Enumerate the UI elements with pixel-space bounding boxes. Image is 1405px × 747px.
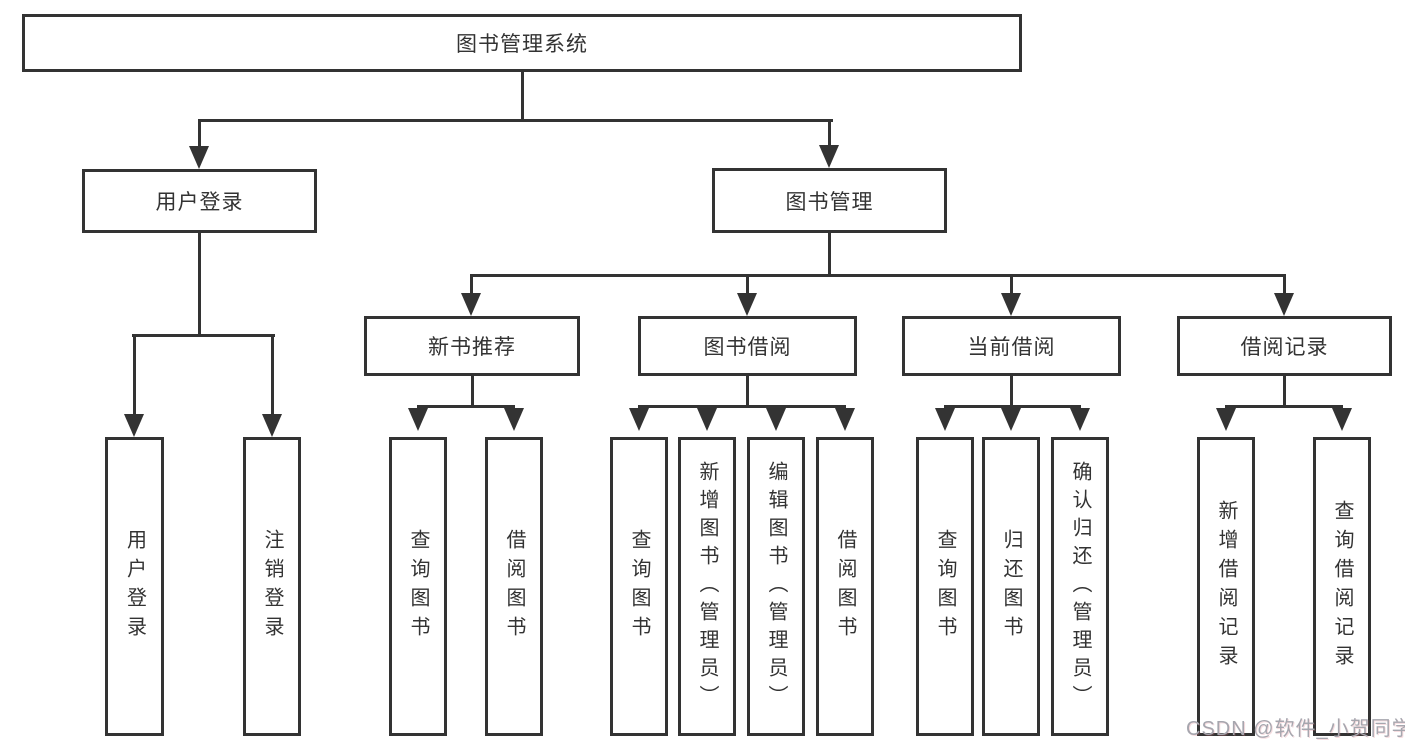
connector-line [1010,274,1013,296]
arrowhead-down-icon [1274,293,1294,316]
leaf-logout-label: 注销登录 [261,528,283,645]
node-book-management-label: 图书管理 [785,190,874,214]
node-book-borrowing: 图书借阅 [638,316,857,376]
leaf-user-login: 用户登录 [105,437,164,736]
arrowhead-down-icon [766,408,786,431]
node-borrowing-records-label: 借阅记录 [1240,336,1329,359]
connector-line [1010,376,1013,408]
node-current-borrowing-label: 当前借阅 [967,336,1056,359]
arrowhead-down-icon [262,414,282,437]
leaf-user-login-label: 用户登录 [123,528,146,645]
leaf-query-borrow-record: 查询借阅记录 [1313,437,1371,736]
connector-line [746,376,749,408]
node-user-login-label: 用户登录 [155,191,244,214]
connector-line [521,72,524,122]
arrowhead-down-icon [819,145,839,168]
arrowhead-down-icon [408,408,428,431]
arrowhead-down-icon [1332,408,1352,431]
connector-line [638,405,846,408]
arrowhead-down-icon [1070,408,1090,431]
leaf-query-books-current-label: 查询图书 [934,528,956,645]
connector-line [133,334,136,416]
connector-line [417,405,515,408]
connector-line [828,119,831,150]
leaf-confirm-return-admin: 确认归还（管理员） [1051,437,1109,736]
node-current-borrowing: 当前借阅 [902,316,1121,376]
leaf-add-borrow-record: 新增借阅记录 [1197,437,1255,736]
connector-line [198,233,201,337]
arrowhead-down-icon [504,408,524,431]
leaf-query-books-current: 查询图书 [916,437,974,736]
node-user-login: 用户登录 [82,169,317,233]
arrowhead-down-icon [1001,293,1021,316]
connector-line [944,405,1081,408]
leaf-query-books-borrowing: 查询图书 [610,437,668,736]
leaf-add-borrow-record-label: 新增借阅记录 [1215,499,1237,674]
node-new-book-recommend: 新书推荐 [364,316,580,376]
arrowhead-down-icon [461,293,481,316]
leaf-confirm-return-admin-label: 确认归还（管理员） [1069,460,1091,713]
leaf-query-books-recommend: 查询图书 [389,437,447,736]
connector-line [471,376,474,408]
leaf-borrow-books-recommend-label: 借阅图书 [503,528,525,645]
connector-line [828,233,831,277]
node-library-system-label: 图书管理系统 [456,33,588,56]
node-book-borrowing-label: 图书借阅 [703,336,792,359]
leaf-return-books-label: 归还图书 [1000,528,1022,645]
connector-line [470,274,473,296]
arrowhead-down-icon [935,408,955,431]
connector-line [198,119,833,122]
arrowhead-down-icon [124,414,144,437]
leaf-add-books-admin: 新增图书（管理员） [678,437,736,736]
connector-line [271,334,274,416]
leaf-add-books-admin-label: 新增图书（管理员） [696,460,718,713]
arrowhead-down-icon [737,293,757,316]
connector-line [132,334,275,337]
connector-line [1283,274,1286,296]
leaf-query-books-borrowing-label: 查询图书 [628,528,650,645]
arrowhead-down-icon [189,146,209,169]
leaf-query-borrow-record-label: 查询借阅记录 [1331,499,1353,674]
leaf-logout: 注销登录 [243,437,301,736]
node-new-book-recommend-label: 新书推荐 [428,336,516,359]
leaf-edit-books-admin: 编辑图书（管理员） [747,437,805,736]
connector-line [198,119,201,150]
connector-line [746,274,749,296]
connector-line [470,274,1286,277]
connector-line [1283,376,1286,408]
arrowhead-down-icon [1216,408,1236,431]
arrowhead-down-icon [1001,408,1021,431]
node-borrowing-records: 借阅记录 [1177,316,1392,376]
leaf-borrow-books: 借阅图书 [816,437,874,736]
arrowhead-down-icon [697,408,717,431]
node-book-management: 图书管理 [712,168,947,233]
leaf-return-books: 归还图书 [982,437,1040,736]
leaf-borrow-books-recommend: 借阅图书 [485,437,543,736]
leaf-borrow-books-label: 借阅图书 [834,528,856,645]
node-library-system: 图书管理系统 [22,14,1022,72]
arrowhead-down-icon [835,408,855,431]
arrowhead-down-icon [629,408,649,431]
leaf-edit-books-admin-label: 编辑图书（管理员） [765,460,787,713]
connector-line [1225,405,1343,408]
csdn-watermark: CSDN @软件_小贺同学 [1186,718,1405,740]
leaf-query-books-recommend-label: 查询图书 [407,528,429,645]
